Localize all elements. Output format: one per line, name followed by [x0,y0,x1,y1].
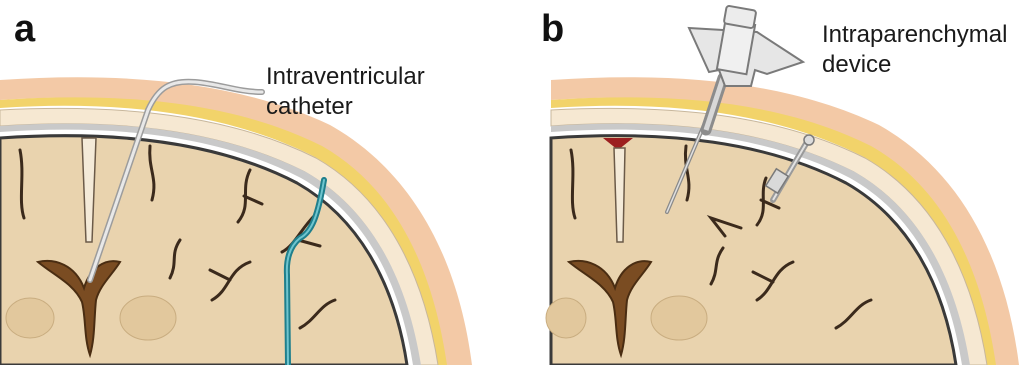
basal-nucleus-left [546,298,586,338]
callout-line-2: catheter [266,92,425,122]
intraparenchymal-device [689,6,803,86]
brain-cross-section-a [0,0,510,365]
callout-line-2: device [822,50,1007,80]
callout-label-a: Intraventricular catheter [266,62,425,122]
basal-nucleus-left [6,298,54,338]
basal-nucleus-right [120,296,176,340]
basal-nucleus-right [651,296,707,340]
callout-line-1: Intraventricular [266,62,425,92]
callout-line-1: Intraparenchymal [822,20,1007,50]
panel-letter-b: b [541,10,564,48]
callout-label-b: Intraparenchymal device [822,20,1007,80]
panel-letter-a: a [14,10,35,48]
panel-b: b Intraparenchymal device [511,0,1021,365]
panel-a: a Intraventricular catheter [0,0,510,365]
